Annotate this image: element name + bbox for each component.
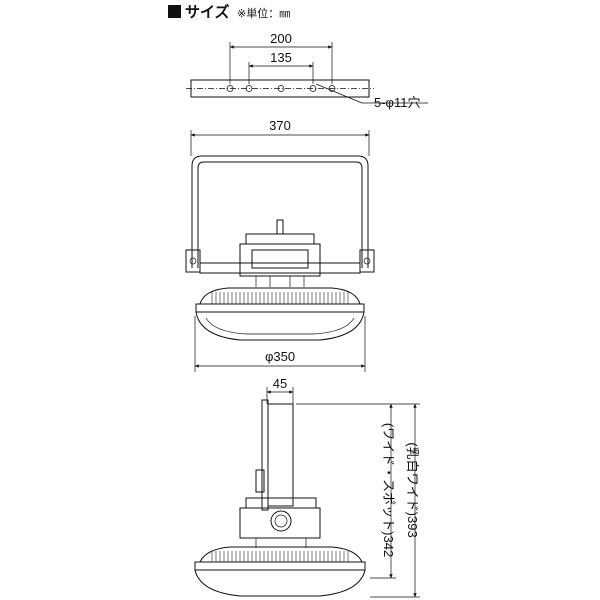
dim-135-label: 135 xyxy=(270,50,292,65)
unit-note: ※単位：㎜ xyxy=(237,6,290,20)
dim-200-label: 200 xyxy=(270,31,292,46)
header: サイズ ※単位：㎜ xyxy=(168,3,290,21)
front-view: 370 φ350 xyxy=(185,118,375,372)
dim-45-label: 45 xyxy=(273,376,287,391)
side-view: 45 (ワイド・スポット)342 (乳白ワイド)393 xyxy=(194,376,420,598)
title-square-icon xyxy=(168,5,181,18)
dim-393-label: (乳白ワイド)393 xyxy=(405,442,420,537)
title: サイズ xyxy=(185,3,230,21)
dim-342-label: (ワイド・スポット)342 xyxy=(381,423,396,557)
dim-370-label: 370 xyxy=(269,118,291,133)
dim-350-label: φ350 xyxy=(265,349,295,364)
bracket-top-view: 200 135 5-φ11穴 xyxy=(186,31,428,110)
hole-note: 5-φ11穴 xyxy=(374,95,420,110)
